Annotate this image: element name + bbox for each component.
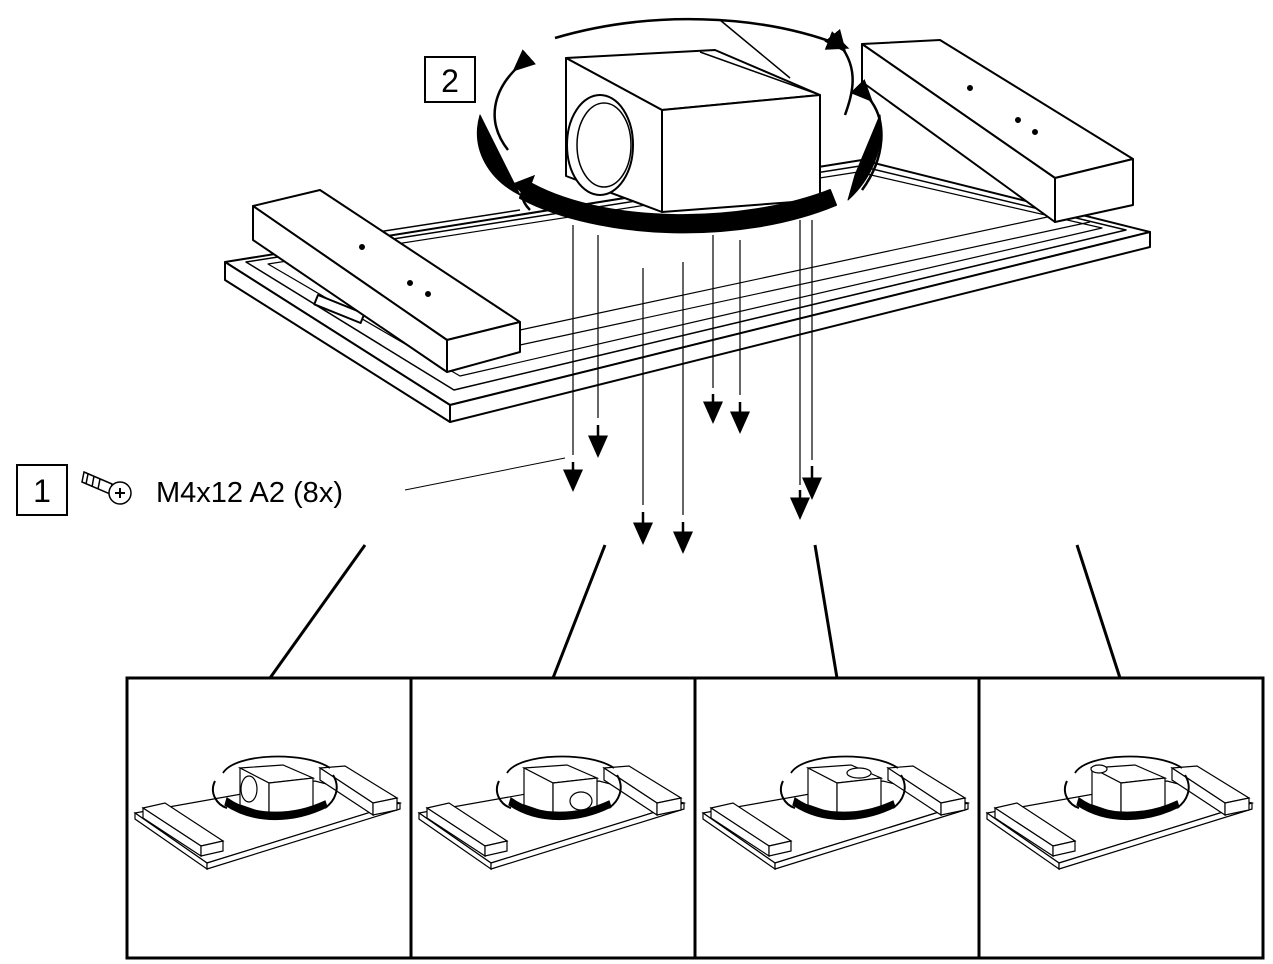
screw-icon (81, 470, 132, 505)
variant-panel-1 (125, 676, 413, 960)
mini-assembly (701, 755, 971, 871)
variant-panel-2 (409, 676, 697, 960)
mini-assembly (985, 755, 1255, 871)
rotation-arrow-icon (493, 17, 883, 211)
orientation-variants (125, 676, 1265, 960)
hood-frame-assembly (224, 19, 1151, 423)
step-1-badge: 1 (16, 464, 68, 516)
fastener-callout-text: M4x12 A2 (8x) (156, 477, 343, 509)
down-arrow-icon (563, 394, 822, 554)
variant-panel-3 (693, 676, 981, 960)
step-2-badge: 2 (424, 56, 476, 103)
mini-assembly (133, 755, 403, 871)
left-electrical-box (252, 189, 521, 373)
right-electrical-box (861, 39, 1134, 223)
step-2-label: 2 (441, 63, 459, 99)
rotation-shading (519, 179, 837, 234)
mini-assembly (417, 755, 687, 871)
detail-leader-lines (268, 544, 1122, 679)
variant-panel-4 (977, 676, 1265, 960)
callout-leader-line (404, 457, 566, 491)
fan-motor-box (565, 19, 821, 213)
screw-drop-lines (572, 220, 813, 515)
step-1-label: 1 (33, 473, 51, 509)
